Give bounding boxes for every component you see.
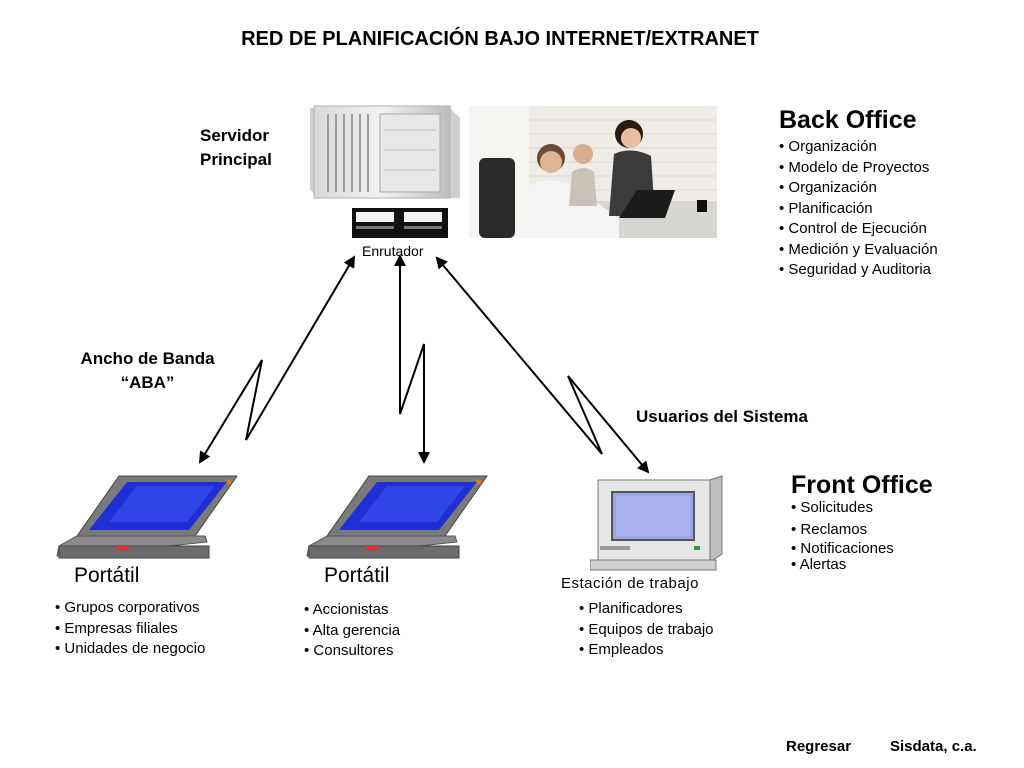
list-item: Unidades de negocio	[55, 639, 205, 660]
back-office-list: Organización Modelo de Proyectos Organiz…	[779, 137, 938, 281]
list-item: Seguridad y Auditoria	[779, 260, 938, 281]
list-item: Reclamos	[791, 520, 894, 539]
list-item: Organización	[779, 178, 938, 199]
list-item: Equipos de trabajo	[579, 620, 713, 641]
list-item: Grupos corporativos	[55, 598, 205, 619]
device-list: Accionistas Alta gerencia Consultores	[304, 600, 401, 662]
list-item: Consultores	[304, 641, 400, 662]
list-item: Medición y Evaluación	[779, 240, 937, 261]
list-item: Notificaciones	[791, 539, 893, 558]
page-title: RED DE PLANIFICACIÓN BAJO INTERNET/EXTRA…	[241, 28, 759, 50]
company-name: Sisdata, c.a.	[890, 738, 977, 755]
list-item: Control de Ejecución	[779, 219, 938, 240]
device-label: Portátil	[324, 564, 390, 587]
office-photo	[469, 106, 717, 238]
workstation-icon	[589, 474, 730, 574]
back-link[interactable]: Regresar	[786, 738, 852, 755]
list-item: Empresas filiales	[55, 619, 205, 640]
list-item: Organización	[779, 137, 938, 158]
device-list: Grupos corporativos Empresas filiales Un…	[55, 598, 205, 660]
front-office-heading: Front Office	[791, 471, 933, 499]
link-left-laptop	[198, 255, 356, 464]
device-label: Estación de trabajo	[561, 575, 699, 592]
server-icon	[300, 100, 465, 270]
list-item: Alta gerencia	[304, 621, 401, 642]
laptop-icon	[55, 474, 241, 564]
device-label: Portátil	[74, 564, 140, 587]
list-item: Planificación	[779, 199, 938, 220]
list-item: Modelo de Proyectos	[779, 158, 938, 179]
list-item: Empleados	[579, 640, 714, 661]
bandwidth-label: Ancho de Banda “ABA”	[80, 349, 215, 392]
list-item: Solicitudes	[791, 498, 894, 517]
users-label: Usuarios del Sistema	[636, 407, 808, 426]
device-list: Planificadores Equipos de trabajo Emplea…	[579, 599, 714, 661]
laptop-icon	[305, 474, 491, 564]
front-office-list: Solicitudes Reclamos Notificaciones Aler…	[791, 498, 894, 574]
server-label: Servidor Principal	[200, 126, 272, 169]
list-item: Alertas	[791, 555, 894, 574]
back-office-heading: Back Office	[779, 106, 917, 134]
link-workstation	[435, 256, 650, 474]
list-item: Planificadores	[579, 599, 714, 620]
list-item: Accionistas	[304, 600, 400, 621]
link-center-laptop	[394, 254, 430, 464]
